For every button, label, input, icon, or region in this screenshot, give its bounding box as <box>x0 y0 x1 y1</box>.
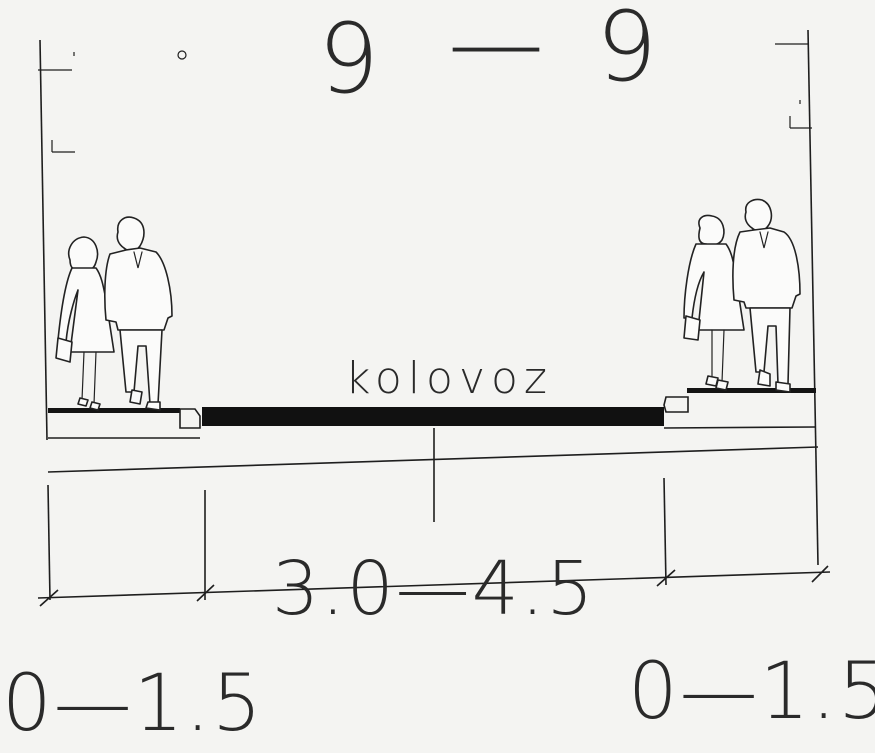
dimension-lines <box>37 477 831 607</box>
right-sidewalk-width-label: 0—1.5 <box>628 647 875 737</box>
carriageway-width-label: 3.0—4.5 <box>272 546 595 632</box>
sidewalk-left-surface <box>48 408 180 413</box>
woman-figure <box>55 236 115 411</box>
pedestrians-right <box>683 198 801 393</box>
road-label: kolovoz <box>345 353 553 404</box>
section-dash: — <box>448 0 548 99</box>
section-label-left: 9 <box>318 3 383 115</box>
woman-figure <box>683 214 745 391</box>
curb-right <box>663 396 689 413</box>
man-figure <box>104 216 173 411</box>
man-figure <box>732 198 801 393</box>
curb-left <box>179 408 201 429</box>
section-marker-right <box>775 29 819 566</box>
section-marker-left <box>38 39 187 441</box>
section-label-right: 9 <box>596 0 661 103</box>
pedestrians-left <box>55 216 173 411</box>
sidewalk-right-surface <box>687 388 816 393</box>
section-title: 9 — 9 <box>318 0 661 115</box>
left-sidewalk-width-label: 0—1.5 <box>2 659 264 749</box>
road-cross-section <box>47 388 819 522</box>
carriageway-surface <box>202 407 664 426</box>
